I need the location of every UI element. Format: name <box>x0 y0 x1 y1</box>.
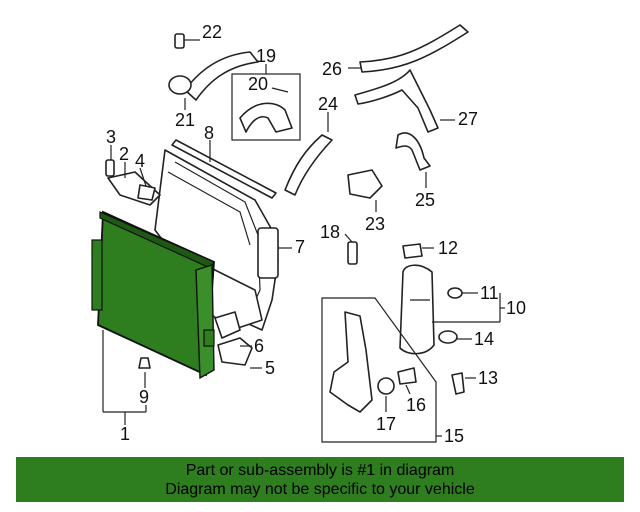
callout-11: 11 <box>480 283 499 303</box>
callout-25: 25 <box>415 190 435 210</box>
callout-6: 6 <box>254 336 264 356</box>
part-1-leader <box>102 330 147 425</box>
part-23-housing <box>347 169 383 212</box>
callout-4: 4 <box>135 151 145 171</box>
callout-12: 12 <box>438 238 458 258</box>
pipes-parts-25-26-27 <box>348 24 469 188</box>
banner-line-2: Diagram may not be specific to your vehi… <box>165 481 475 498</box>
callout-22: 22 <box>202 22 222 42</box>
callout-23: 23 <box>365 214 385 234</box>
part-15-16-17-box <box>321 297 442 443</box>
parts-2-3-4-brackets <box>105 145 161 206</box>
callout-10: 10 <box>506 298 526 318</box>
callout-26: 26 <box>322 59 342 79</box>
part-18-sensor <box>344 233 358 265</box>
callout-2: 2 <box>119 144 129 164</box>
part-8-seal-strip <box>171 139 277 199</box>
radiator-part-1 <box>91 210 215 380</box>
radiator-support-frame <box>154 149 279 331</box>
callout-27: 27 <box>458 109 478 129</box>
callout-15: 15 <box>444 426 464 446</box>
callout-19: 19 <box>256 46 276 66</box>
parts-5-6-mounts <box>214 311 262 369</box>
callout-8: 8 <box>204 123 214 143</box>
callout-labels: 22 19 20 21 3 2 4 8 26 24 27 25 23 18 12… <box>106 22 526 446</box>
hose-part-24 <box>284 112 333 196</box>
part-12-cap <box>402 243 434 259</box>
callout-20: 20 <box>248 74 268 94</box>
reservoir-parts-10-14 <box>399 264 505 395</box>
callout-24: 24 <box>318 94 338 114</box>
callout-7: 7 <box>295 237 305 257</box>
callout-13: 13 <box>478 368 498 388</box>
callout-16: 16 <box>406 395 426 415</box>
callout-17: 17 <box>376 414 396 434</box>
banner-line-1: Part or sub-assembly is #1 in diagram <box>185 462 455 479</box>
info-banner: Part or sub-assembly is #1 in diagram Di… <box>16 457 624 502</box>
hose-parts-21-22 <box>168 33 259 110</box>
callout-9: 9 <box>139 387 149 407</box>
parts-diagram: 22 19 20 21 3 2 4 8 26 24 27 25 23 18 12… <box>91 22 526 446</box>
callout-5: 5 <box>265 358 275 378</box>
part-19-20-box <box>231 64 301 141</box>
callout-3: 3 <box>106 127 116 147</box>
callout-1: 1 <box>120 424 130 444</box>
part-9-clip <box>138 357 151 388</box>
callout-14: 14 <box>474 329 494 349</box>
callout-18: 18 <box>320 222 340 242</box>
callout-21: 21 <box>175 110 195 130</box>
